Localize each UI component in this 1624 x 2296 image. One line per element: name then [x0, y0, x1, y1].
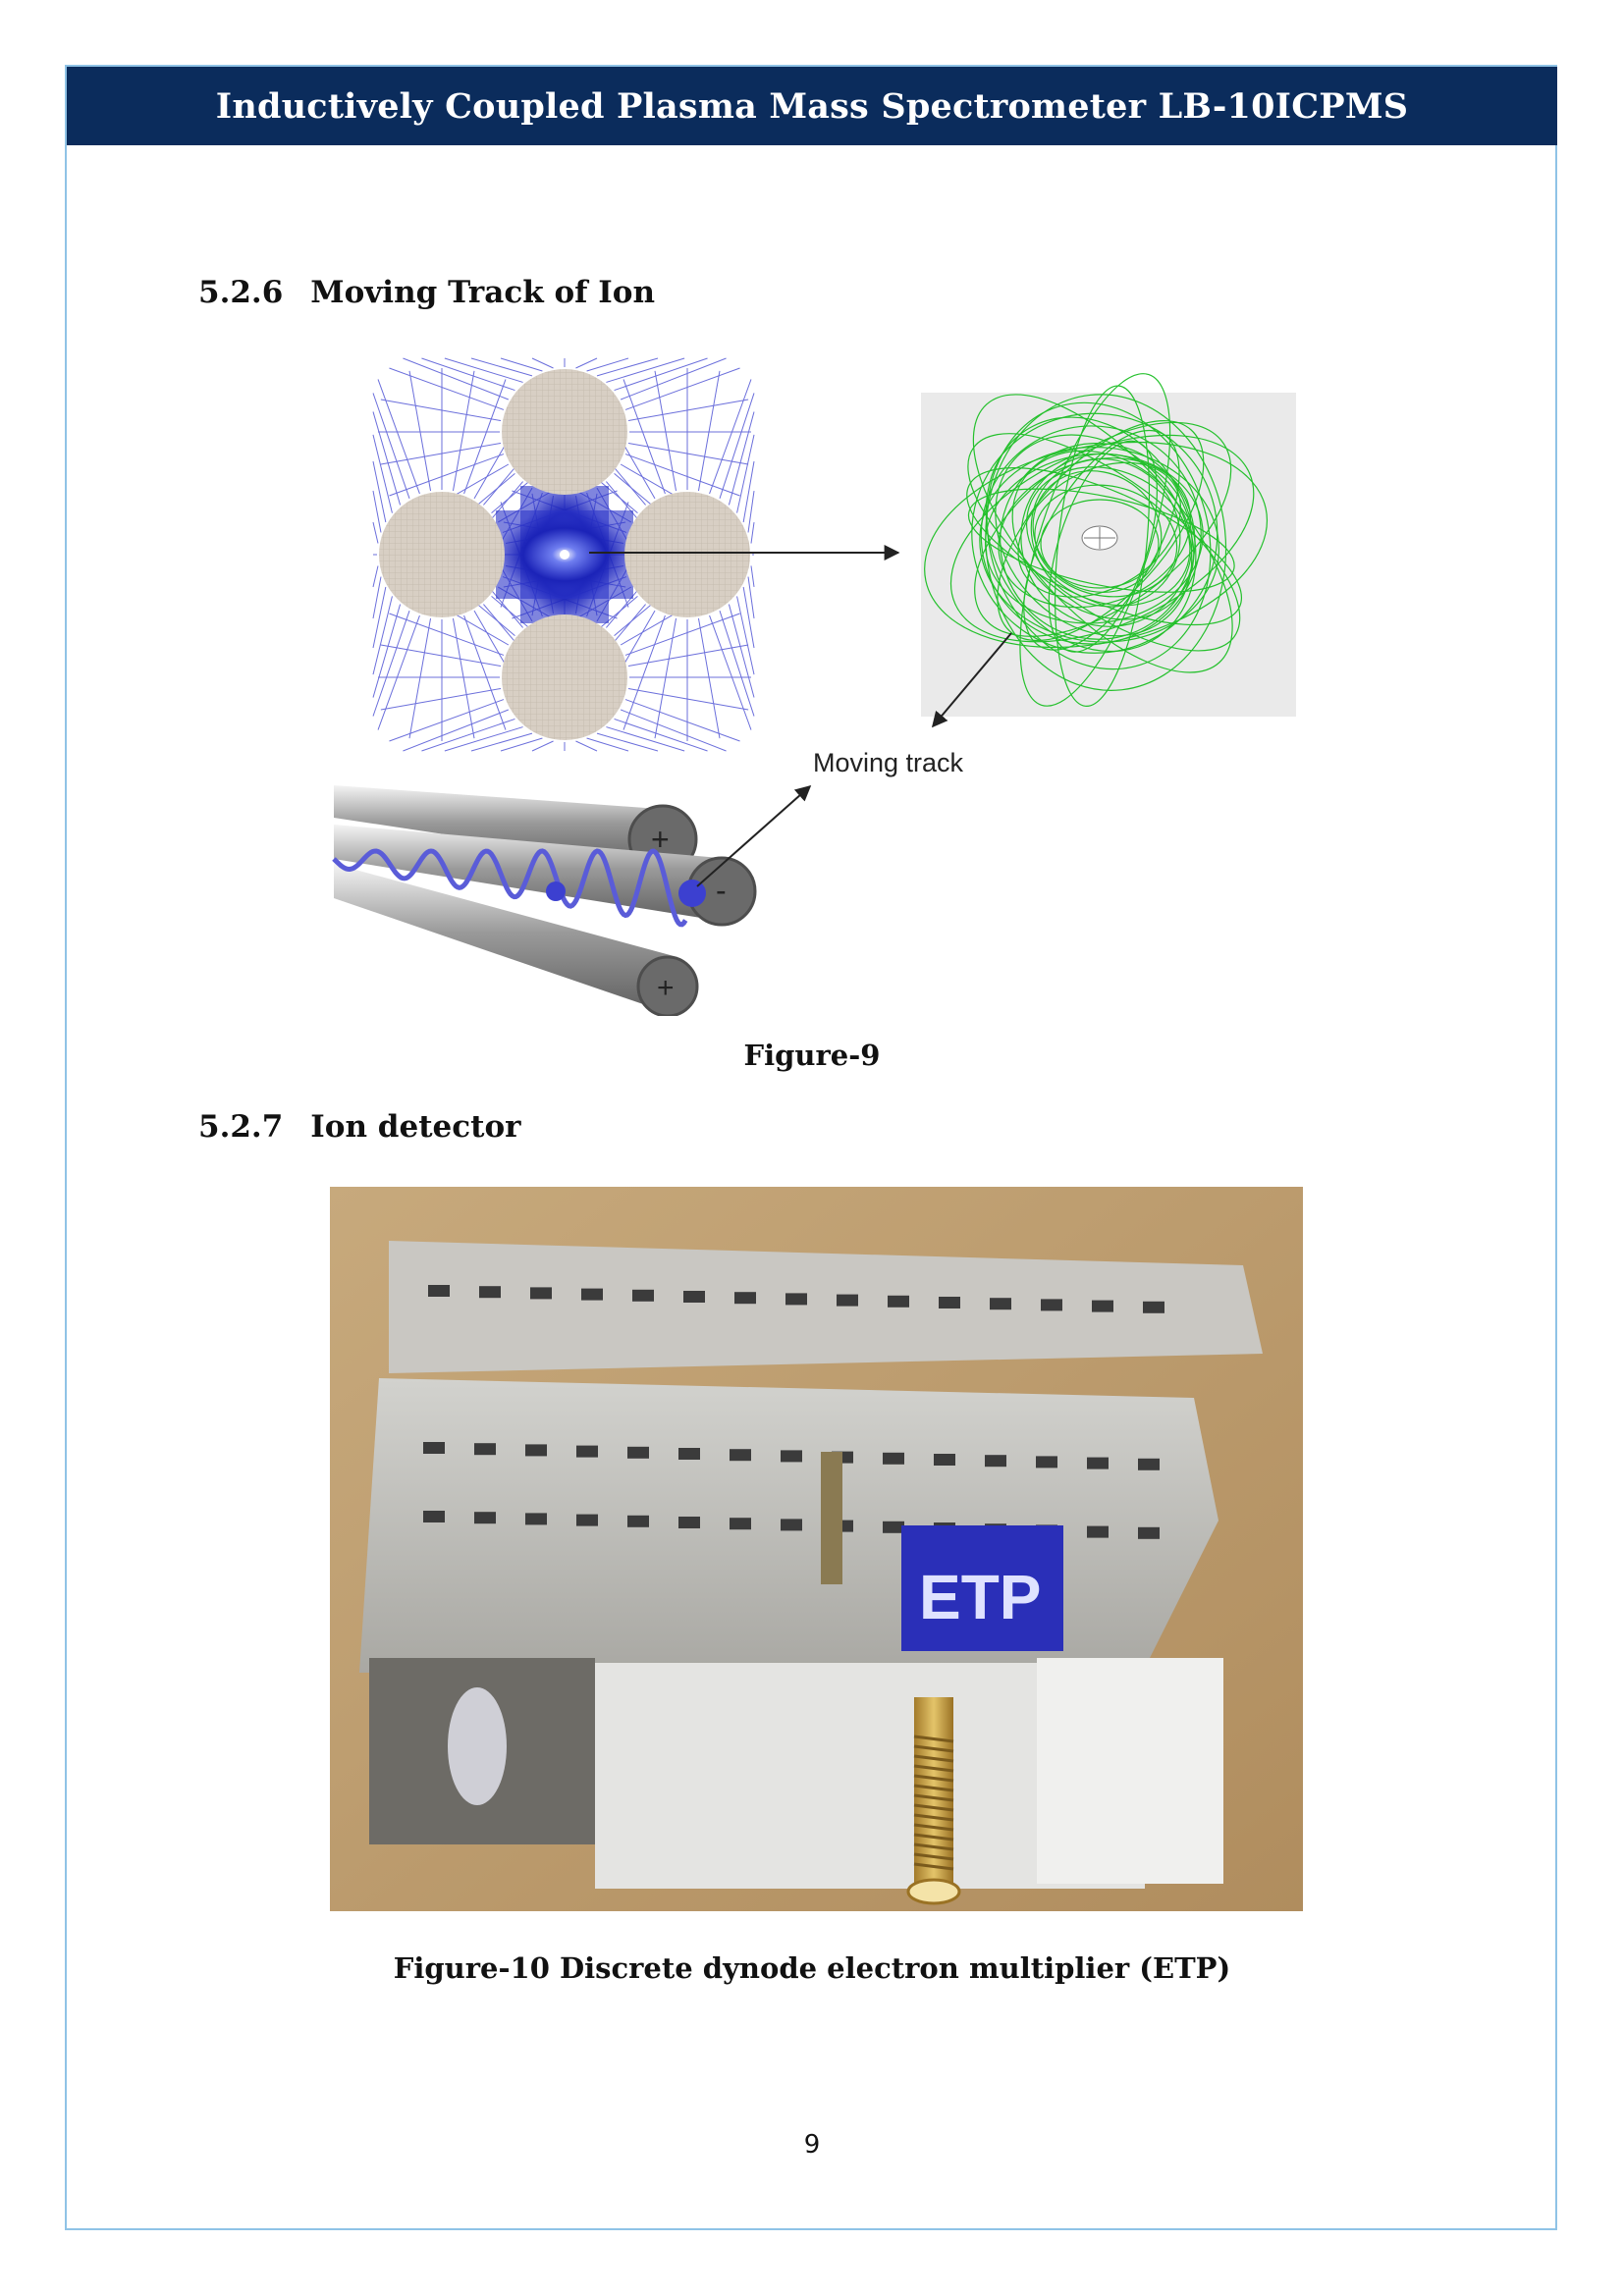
electrode-right — [624, 492, 750, 617]
electrode-left — [379, 492, 505, 617]
section-heading-ion-detector: 5.2.7 Ion detector — [198, 1109, 520, 1145]
electrode-top — [502, 369, 627, 495]
figure-10-caption: Figure-10 Discrete dynode electron multi… — [393, 1951, 1231, 1985]
section-number: 5.2.6 — [198, 275, 284, 310]
page-frame — [65, 65, 1557, 2230]
figure-10-detector-photo: ETP — [330, 1187, 1303, 1911]
section-title: Ion detector — [310, 1109, 521, 1145]
etp-badge-text: ETP — [919, 1562, 1041, 1632]
section-number: 5.2.7 — [198, 1109, 284, 1145]
rod-sign-middle: - — [716, 873, 727, 908]
header-banner: Inductively Coupled Plasma Mass Spectrom… — [67, 67, 1557, 145]
ion-helix-path — [332, 848, 688, 928]
arrow-from-rods — [696, 784, 812, 887]
figure-9-caption: Figure-9 — [743, 1039, 881, 1072]
quadrupole-cross-section — [372, 357, 755, 752]
rod-sign-bottom: + — [657, 972, 675, 1004]
ion-trajectory-plot — [921, 373, 1296, 717]
electrode-bottom — [502, 614, 627, 740]
section-title: Moving Track of Ion — [310, 275, 655, 310]
etp-badge — [901, 1525, 1063, 1651]
arrow-to-label — [931, 632, 1012, 728]
figure-9-illustration: Moving track + - + — [332, 357, 1296, 1016]
page-number: 9 — [803, 2130, 821, 2160]
section-heading-moving-track: 5.2.6 Moving Track of Ion — [198, 275, 655, 310]
moving-track-label: Moving track — [813, 748, 964, 777]
header-title: Inductively Coupled Plasma Mass Spectrom… — [215, 85, 1409, 127]
rod-sign-top: + — [651, 822, 670, 857]
quadrupole-rods: + - + — [332, 785, 757, 1016]
